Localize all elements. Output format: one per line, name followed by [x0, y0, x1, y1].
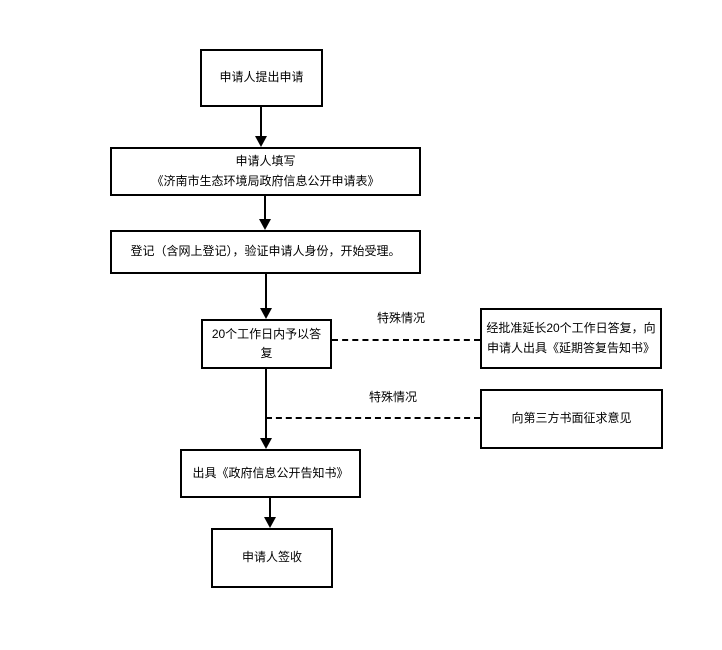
arrowhead-icon [260, 438, 272, 449]
arrow-register-to-reply [265, 274, 267, 309]
flow-node-fill-form: 申请人填写 《济南市生态环境局政府信息公开申请表》 [110, 147, 421, 196]
arrow-reply-to-issue [265, 369, 267, 439]
dashed-connector-reply-to-extend [332, 339, 480, 341]
arrow-start-to-fill-form [260, 107, 262, 137]
arrowhead-icon [259, 219, 271, 230]
flow-node-third-party-opinion: 向第三方书面征求意见 [480, 389, 663, 449]
arrow-issue-to-sign [269, 498, 271, 518]
edge-label-special-case-1: 特殊情况 [377, 311, 426, 325]
flow-node-start: 申请人提出申请 [200, 49, 323, 107]
dashed-connector-reply-to-third-party [266, 417, 480, 419]
arrowhead-icon [255, 136, 267, 147]
flow-node-register: 登记（含网上登记），验证申请人身份，开始受理。 [110, 230, 421, 274]
flow-node-issue-notice: 出具《政府信息公开告知书》 [180, 449, 361, 498]
flow-node-extend-reply: 经批准延长20个工作日答复，向 申请人出具《延期答复告知书》 [480, 308, 662, 369]
arrow-fill-form-to-register [264, 196, 266, 220]
arrowhead-icon [260, 308, 272, 319]
edge-label-special-case-2: 特殊情况 [369, 390, 418, 404]
flow-node-reply-20-days: 20个工作日内予以答复 [201, 319, 332, 369]
flow-node-sign-receipt: 申请人签收 [211, 528, 333, 588]
arrowhead-icon [264, 517, 276, 528]
